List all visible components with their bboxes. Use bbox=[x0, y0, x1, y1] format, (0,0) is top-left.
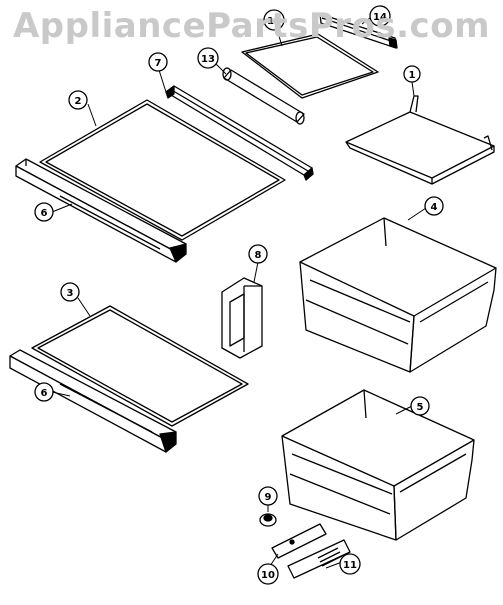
callout-label: 3 bbox=[67, 288, 74, 299]
callout-1: 1 bbox=[403, 65, 421, 83]
callout-label: 9 bbox=[265, 492, 272, 503]
part-14-rear-trim bbox=[319, 13, 398, 49]
callouts: 1 2 3 4 5 6 6 7 bbox=[34, 5, 444, 585]
callout-2: 2 bbox=[68, 90, 88, 110]
callout-label: 13 bbox=[201, 54, 215, 65]
callout-6-lower: 6 bbox=[34, 382, 54, 402]
callout-label: 5 bbox=[417, 402, 424, 413]
callout-label: 8 bbox=[255, 250, 262, 261]
part-10-plate bbox=[271, 523, 327, 559]
callout-label: 7 bbox=[155, 58, 162, 69]
part-8-control bbox=[221, 277, 263, 359]
callout-7: 7 bbox=[148, 52, 168, 72]
part-13-tube bbox=[222, 67, 305, 125]
callout-label: 6 bbox=[41, 208, 48, 219]
callout-label: 4 bbox=[431, 202, 438, 213]
callout-12: 12 bbox=[263, 9, 285, 31]
part-11-grille bbox=[287, 539, 351, 579]
watermark: AppliancePartsPros.com bbox=[12, 6, 490, 46]
callout-label: 2 bbox=[75, 96, 82, 107]
part-1-bracket bbox=[345, 95, 495, 185]
callout-3: 3 bbox=[60, 282, 80, 302]
callout-14: 14 bbox=[369, 5, 391, 27]
part-12-small-glass-shelf bbox=[241, 33, 379, 99]
leader-lines bbox=[51, 17, 427, 569]
part-7-trim bbox=[165, 85, 314, 181]
callout-9: 9 bbox=[258, 486, 278, 506]
part-6-front-trim-upper bbox=[15, 158, 187, 263]
callout-10: 10 bbox=[257, 563, 279, 585]
part-6-front-trim-lower bbox=[9, 349, 177, 453]
callout-label: 14 bbox=[373, 12, 387, 23]
part-2-glass-shelf bbox=[39, 99, 286, 241]
part-4-crisper-drawer bbox=[299, 217, 497, 373]
callout-5: 5 bbox=[410, 396, 430, 416]
callout-label: 10 bbox=[261, 570, 275, 581]
part-3-glass-shelf bbox=[31, 305, 249, 427]
callout-4: 4 bbox=[424, 196, 444, 216]
callout-11: 11 bbox=[339, 553, 361, 575]
callout-label: 12 bbox=[267, 16, 281, 27]
callout-label: 1 bbox=[409, 70, 416, 81]
callout-6-upper: 6 bbox=[34, 202, 54, 222]
callout-8: 8 bbox=[248, 244, 268, 264]
callout-label: 6 bbox=[41, 388, 48, 399]
part-5-crisper-drawer bbox=[281, 389, 475, 541]
callout-label: 11 bbox=[343, 560, 357, 571]
part-9-knob bbox=[259, 513, 277, 527]
callout-13: 13 bbox=[197, 47, 219, 69]
